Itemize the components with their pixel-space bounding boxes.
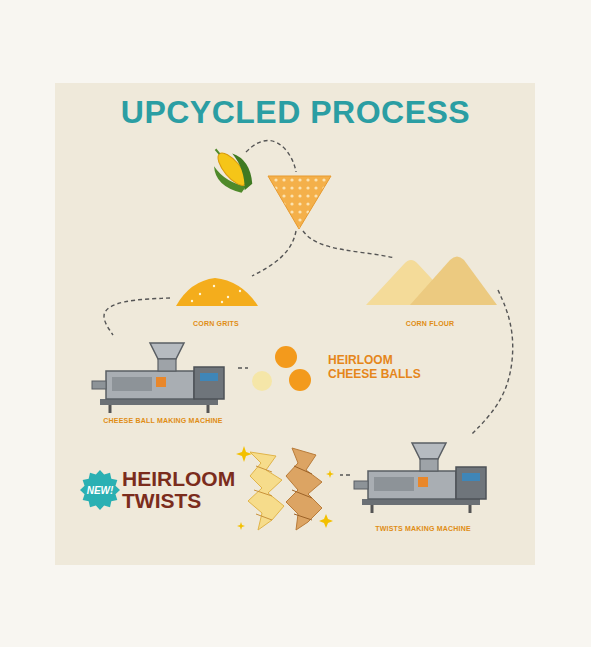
text-group: TWISTS MAKING MACHINE	[375, 525, 471, 533]
ingredient-pile: CORN GRITS	[170, 268, 262, 328]
dashed-connector	[238, 367, 248, 368]
badge-shape	[80, 470, 120, 510]
node-label: HEIRLOOM CHEESE BALLS	[328, 354, 428, 382]
dashed-connector	[104, 298, 170, 335]
node-label: CHEESE BALL MAKING MACHINE	[103, 417, 222, 425]
machine-node: CHEESE BALL MAKING MACHINE	[88, 335, 238, 425]
text-group: HEIRLOOM CHEESE BALLS	[328, 354, 428, 382]
product-feature: HEIRLOOM TWISTS NEW!	[80, 440, 340, 540]
node-label: CORN GRITS	[193, 320, 239, 328]
new-badge: NEW!	[80, 470, 120, 510]
text-group: CHEESE BALL MAKING MACHINE	[103, 417, 222, 425]
node-label: CORN FLOUR	[406, 320, 455, 328]
ingredient-pile: CORN FLOUR	[362, 252, 498, 328]
product-node: HEIRLOOM CHEESE BALLS	[248, 342, 436, 394]
text-group: CORN FLOUR	[406, 320, 455, 328]
text-group: HEIRLOOM TWISTS	[122, 468, 247, 512]
dashed-connector	[340, 474, 350, 475]
node-label: HEIRLOOM TWISTS	[122, 468, 247, 512]
node-label: TWISTS MAKING MACHINE	[375, 525, 471, 533]
node-label: NEW!	[87, 485, 114, 496]
diagram-title: UPCYCLED PROCESS	[0, 94, 591, 131]
machine-node: TWISTS MAKING MACHINE	[350, 435, 496, 533]
text-group: CORN GRITS	[193, 320, 239, 328]
dashed-connector	[471, 290, 513, 435]
text-group: NEW!	[87, 485, 114, 496]
